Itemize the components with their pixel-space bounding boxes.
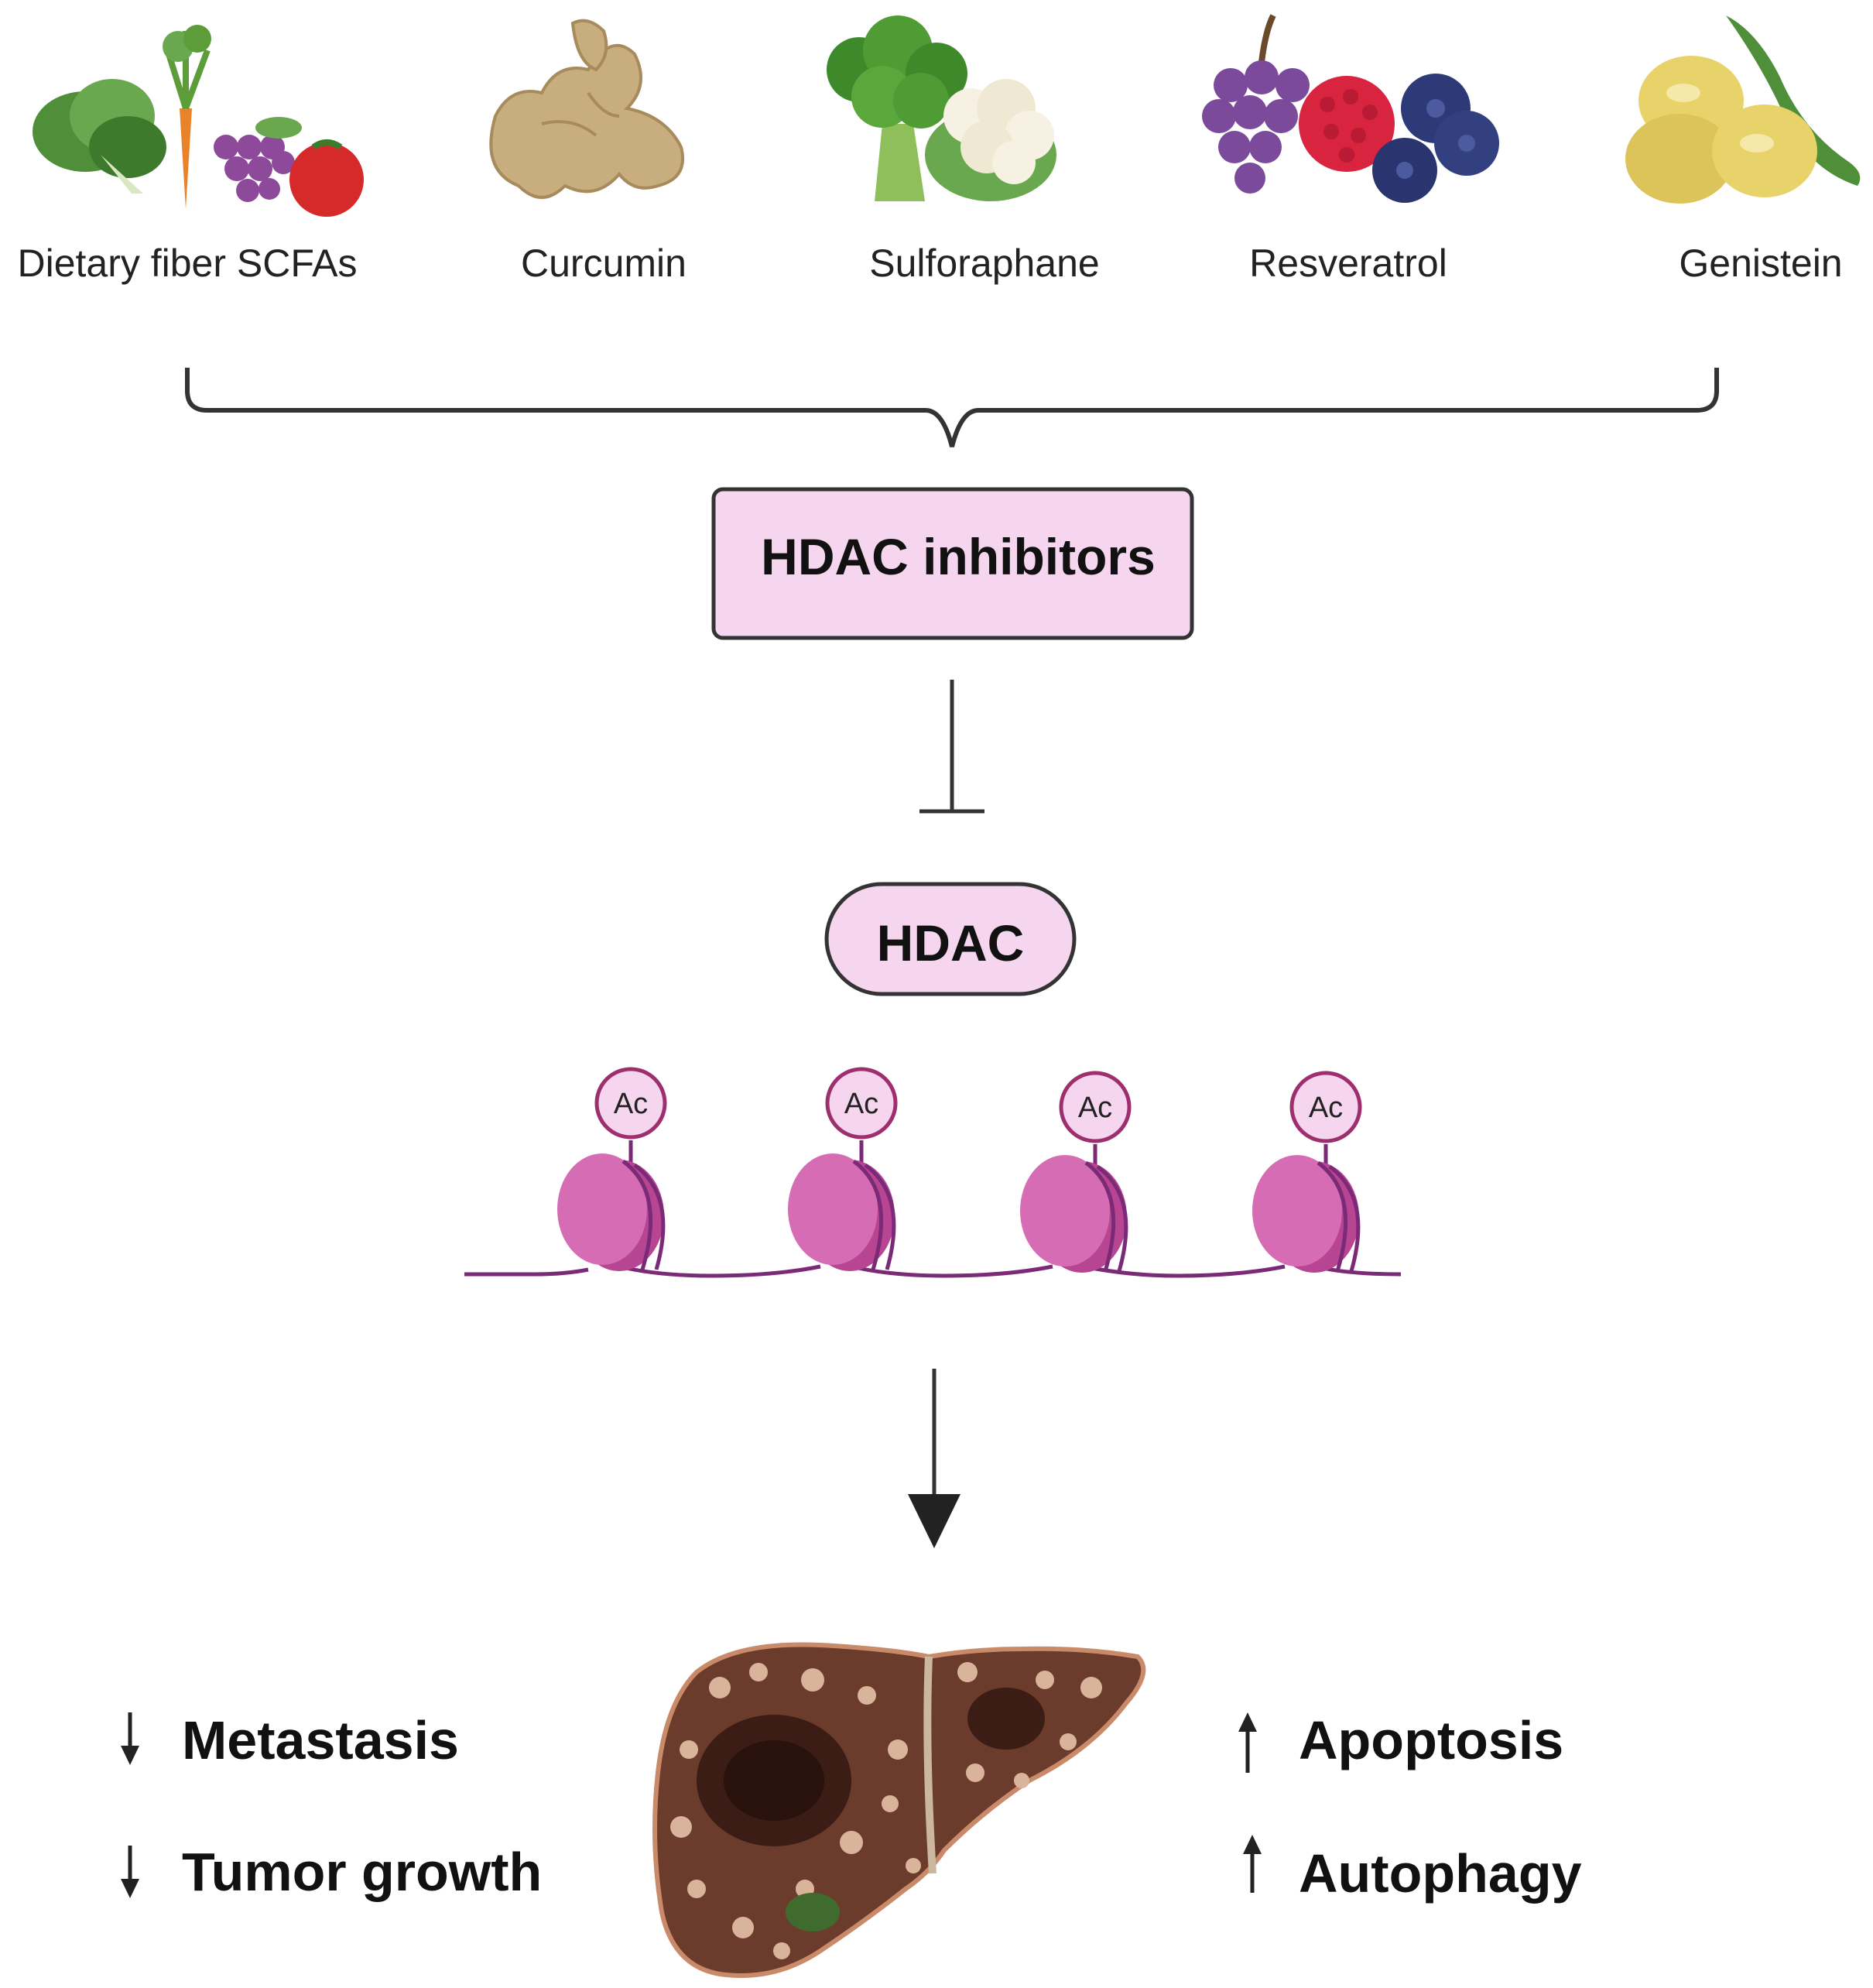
soybean-icon: [1625, 15, 1861, 204]
food-label-dietary-fiber: Dietary fiber SCFAs: [17, 242, 357, 285]
dna-strand: [464, 1264, 1402, 1278]
outcome-label-metastasis: Metastasis: [182, 1710, 459, 1770]
down-small-arrow-icon: [121, 1712, 139, 1765]
food-label-genistein: Genistein: [1679, 242, 1842, 285]
up-small-arrow-icon: [1243, 1835, 1262, 1893]
metastasis-outcome: Metastasis: [121, 1710, 459, 1770]
hdac-inhibitors-box: [711, 487, 1194, 640]
tumor-growth-outcome: Tumor growth: [121, 1842, 542, 1902]
up-small-arrow-icon: [1238, 1712, 1257, 1773]
outcome-label-apoptosis: Apoptosis: [1299, 1710, 1563, 1770]
nucleosome: [1252, 1071, 1362, 1273]
acetyl-label: Ac: [1309, 1092, 1343, 1124]
acetyl-label: Ac: [844, 1088, 878, 1120]
acetyl-label: Ac: [614, 1088, 648, 1120]
grouping-brace: [185, 368, 1719, 447]
acetyl-tag: [1059, 1071, 1132, 1143]
hdac-label: HDAC: [877, 914, 1025, 972]
acetyl-label: Ac: [1078, 1092, 1112, 1124]
hdac-inhibitors-label: HDAC inhibitors: [761, 528, 1156, 585]
outcome-label-autophagy: Autophagy: [1299, 1843, 1582, 1904]
acetyl-tag: [594, 1067, 667, 1140]
apoptosis-outcome: Apoptosis: [1238, 1710, 1563, 1773]
acetyl-tag: [1289, 1071, 1362, 1143]
vegetables-fruit-icon: [33, 25, 364, 217]
outcome-label-tumor-growth: Tumor growth: [182, 1842, 542, 1902]
nucleosome: [1020, 1071, 1132, 1273]
hdac-pill: [824, 882, 1077, 996]
food-label-curcumin: Curcumin: [521, 242, 687, 285]
acetyl-tag: [825, 1067, 898, 1140]
autophagy-outcome: Autophagy: [1243, 1835, 1582, 1904]
inhibition-arrow: [919, 680, 984, 814]
down-small-arrow-icon: [121, 1846, 139, 1898]
broccoli-cauliflower-icon: [827, 15, 1056, 201]
food-label-resveratrol: Resveratrol: [1249, 242, 1447, 285]
nucleosome: [788, 1067, 898, 1271]
liver-icon: [652, 1642, 1146, 1978]
berries-grapes-icon: [1202, 14, 1499, 203]
nucleosome: [557, 1067, 667, 1271]
down-arrow: [908, 1369, 960, 1548]
food-label-sulforaphane: Sulforaphane: [869, 242, 1099, 285]
ginger-root-icon: [489, 19, 684, 199]
